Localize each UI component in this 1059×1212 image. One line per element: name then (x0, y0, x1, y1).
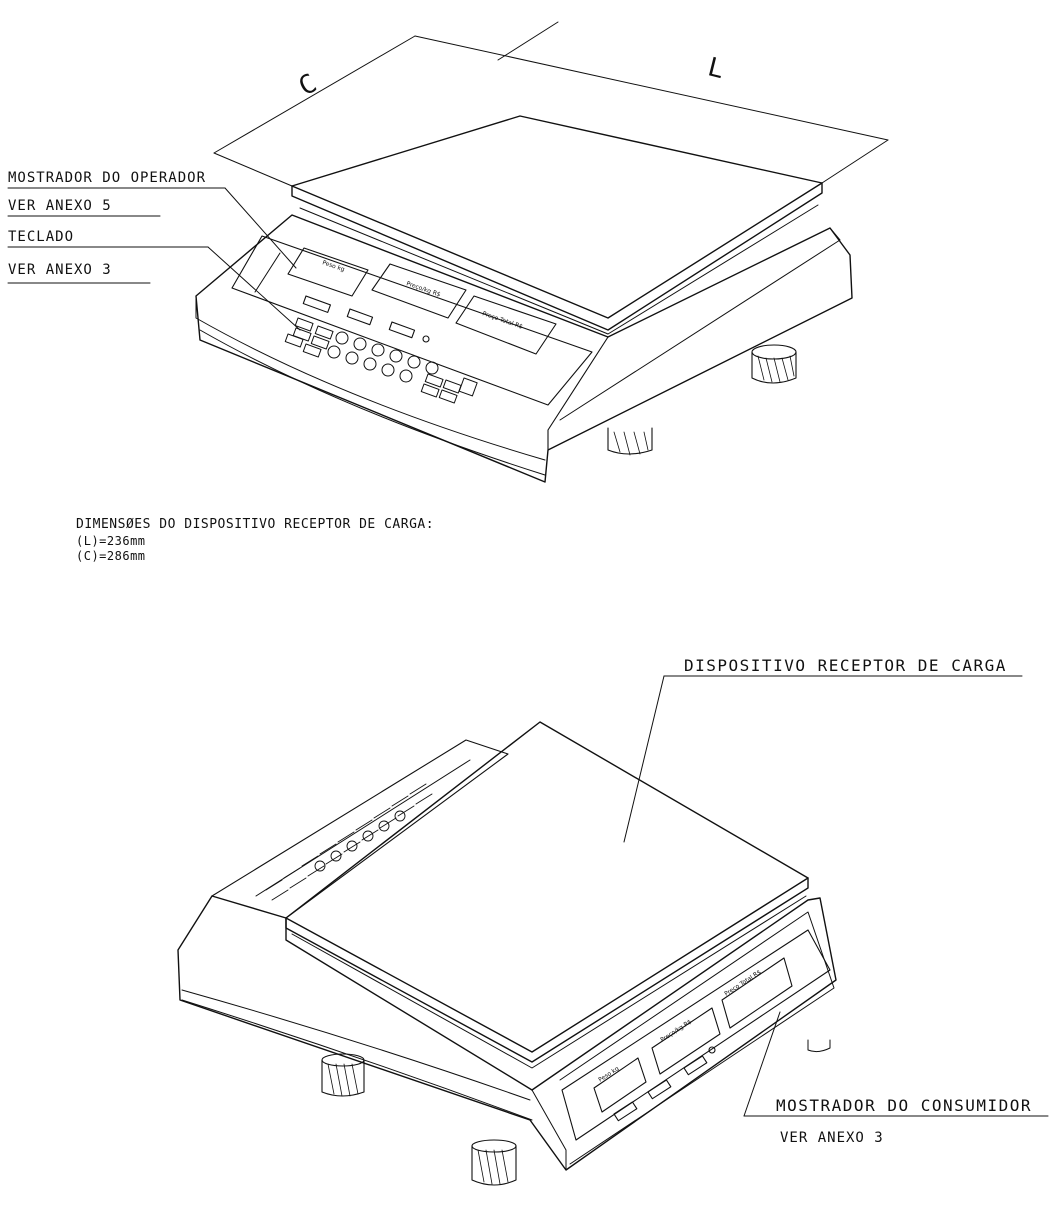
total-price-label: Preço Total R$ (481, 310, 523, 330)
consumer-total-price-label: Preço Total R$ (723, 969, 762, 998)
bottom-body-outline (177, 895, 837, 1171)
top-platter (291, 115, 823, 319)
dimension-l-value: (L)=236mm (76, 534, 146, 548)
bottom-platter (285, 721, 809, 1053)
bottom-consumer-panel (561, 929, 831, 1141)
operator-display-ref: VER ANEXO 5 (8, 198, 112, 214)
consumer-unit-price-label: Preço/kg R$ (659, 1018, 693, 1043)
bottom-keypad-hint (265, 783, 433, 901)
consumer-display-callout: MOSTRADOR DO CONSUMIDOR (776, 1096, 1033, 1115)
dimension-c-value: (C)=286mm (76, 549, 146, 563)
top-platter-edge (291, 182, 823, 331)
bottom-platter-edge (285, 877, 809, 1063)
top-leader-lines (7, 187, 301, 331)
keyboard-callout: TECLADO (8, 229, 75, 245)
top-body-outline (195, 214, 853, 483)
top-keypad (284, 317, 478, 404)
bottom-scale: Peso kg Preço/kg R$ Preço Total R$ (177, 675, 1049, 1186)
load-receptor-callout: DISPOSITIVO RECEPTOR DE CARGA (684, 656, 1007, 675)
unit-price-label: Preço/kg R$ (405, 280, 441, 298)
top-scale: Peso kg Preço/kg R$ Preço Total R$ (7, 21, 889, 483)
bottom-rear-panel (211, 739, 509, 919)
bottom-leader-lines (623, 675, 1049, 1117)
consumer-weight-label: Peso kg (597, 1065, 620, 1084)
top-display-windows (287, 247, 557, 355)
bottom-feet (321, 1039, 831, 1186)
top-operator-panel (231, 235, 593, 406)
bottom-display-text: Peso kg Preço/kg R$ Preço Total R$ (597, 969, 762, 1084)
top-feet (607, 344, 797, 456)
operator-display-callout: MOSTRADOR DO OPERADOR (8, 170, 207, 186)
dimension-lines (213, 21, 889, 187)
bottom-display-windows (593, 957, 793, 1122)
dimensions-title: DIMENSØES DO DISPOSITIVO RECEPTOR DE CAR… (76, 517, 435, 532)
consumer-display-ref: VER ANEXO 3 (780, 1130, 884, 1146)
keyboard-ref: VER ANEXO 3 (8, 262, 112, 278)
